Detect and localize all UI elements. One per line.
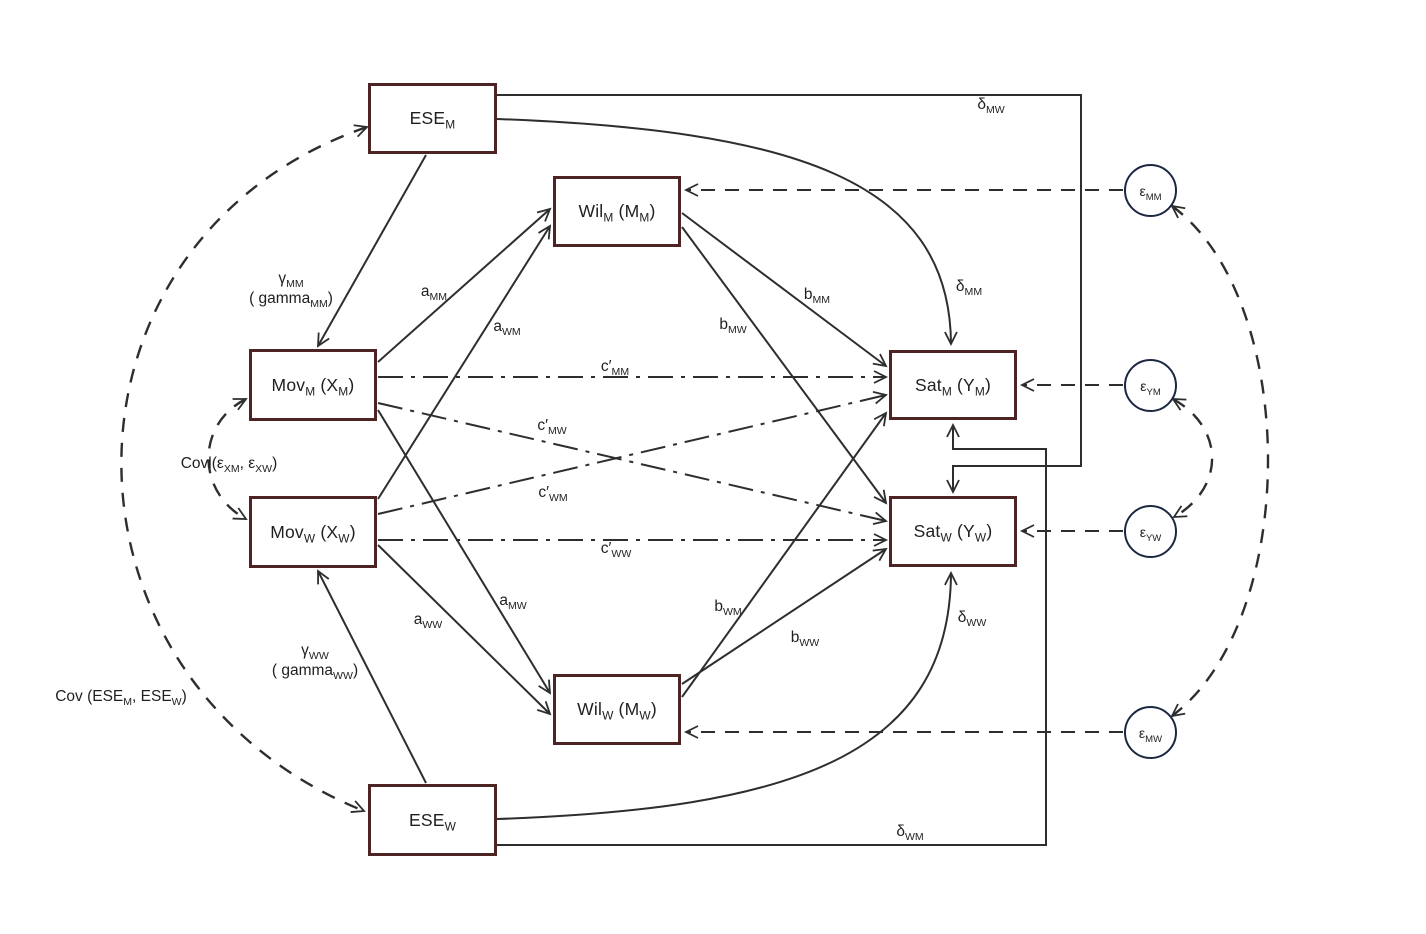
path-a-mw xyxy=(377,409,552,695)
label-gamma-ww: γWW ( gammaWW) xyxy=(271,641,359,683)
box-sat-w-label: SatW (YW) xyxy=(913,521,993,545)
path-gamma-ww xyxy=(317,569,427,784)
label-b-ww: bWW xyxy=(790,628,820,650)
label-c-ww: c′WW xyxy=(600,539,632,561)
label-delta-mm: δMM xyxy=(955,277,983,299)
label-c-wm: c′WM xyxy=(538,483,568,505)
box-wil-w-label: WilW (MW) xyxy=(577,699,657,723)
box-ese-m-label: ESEM xyxy=(409,108,456,132)
box-wil-w: WilW (MW) xyxy=(553,674,681,745)
label-cov-x: Covl(εXM, εXW) xyxy=(180,454,278,476)
label-c-mw: c′MW xyxy=(537,416,567,438)
path-a-mm xyxy=(377,207,552,363)
box-sat-w: SatW (YW) xyxy=(889,496,1017,567)
circle-e-mm-label: εMM xyxy=(1139,182,1162,203)
path-gamma-mm xyxy=(317,154,427,348)
path-cov-em xyxy=(1170,204,1270,718)
path-delta-wm xyxy=(497,422,1047,846)
circle-e-mm: εMM xyxy=(1124,164,1177,217)
label-delta-ww: δWW xyxy=(957,608,987,630)
label-c-mm: c′MM xyxy=(600,357,630,379)
box-ese-w-label: ESEW xyxy=(408,809,457,833)
path-c-mw xyxy=(377,402,888,526)
path-b-ww xyxy=(681,547,888,685)
label-b-mw: bMW xyxy=(719,315,747,337)
label-b-wm: bWM xyxy=(714,597,742,619)
path-delta-ww xyxy=(496,570,958,820)
label-a-ww: aWW xyxy=(413,610,443,632)
circle-e-mw-label: εMW xyxy=(1138,724,1163,745)
box-sat-m: SatM (YM) xyxy=(889,350,1017,420)
box-ese-w: ESEW xyxy=(368,784,497,856)
label-a-mw: aMW xyxy=(499,591,527,613)
box-sat-m-label: SatM (YM) xyxy=(914,374,992,398)
circle-e-yw-label: εYW xyxy=(1139,523,1162,544)
path-a-wm xyxy=(377,224,552,500)
circle-e-yw: εYW xyxy=(1124,505,1177,558)
box-wil-m: WilM (MM) xyxy=(553,176,681,247)
label-a-mm: aMM xyxy=(420,282,448,304)
path-b-mw xyxy=(681,226,888,505)
label-b-mm: bMM xyxy=(803,285,831,307)
path-cov-ey xyxy=(1171,397,1214,519)
path-delta-mw xyxy=(497,94,1082,495)
box-ese-m: ESEM xyxy=(368,83,497,154)
box-mov-m-label: MovM (XM) xyxy=(271,374,355,398)
path-b-mm xyxy=(681,212,888,368)
path-b-wm xyxy=(681,411,888,698)
label-cov-ese: Cov (ESEM, ESEW) xyxy=(55,687,187,709)
circle-e-mw: εMW xyxy=(1124,706,1177,759)
path-a-ww xyxy=(377,544,552,716)
circle-e-ym: εYM xyxy=(1124,359,1177,412)
path-c-wm xyxy=(377,391,888,515)
label-delta-mw: δMW xyxy=(977,95,1005,117)
path-cov-ese xyxy=(120,124,369,813)
box-mov-w-label: MovW (XW) xyxy=(270,521,356,545)
box-wil-m-label: WilM (MM) xyxy=(578,201,656,225)
path-delta-mm xyxy=(496,118,958,347)
path-cov-x xyxy=(207,397,248,521)
box-mov-m: MovM (XM) xyxy=(249,349,377,421)
label-a-wm: aWM xyxy=(493,317,521,339)
label-delta-wm: δWM xyxy=(896,822,924,844)
box-mov-w: MovW (XW) xyxy=(249,496,377,568)
label-gamma-mm: γMM ( gammaMM) xyxy=(249,269,333,311)
circle-e-ym-label: εYM xyxy=(1140,377,1161,398)
